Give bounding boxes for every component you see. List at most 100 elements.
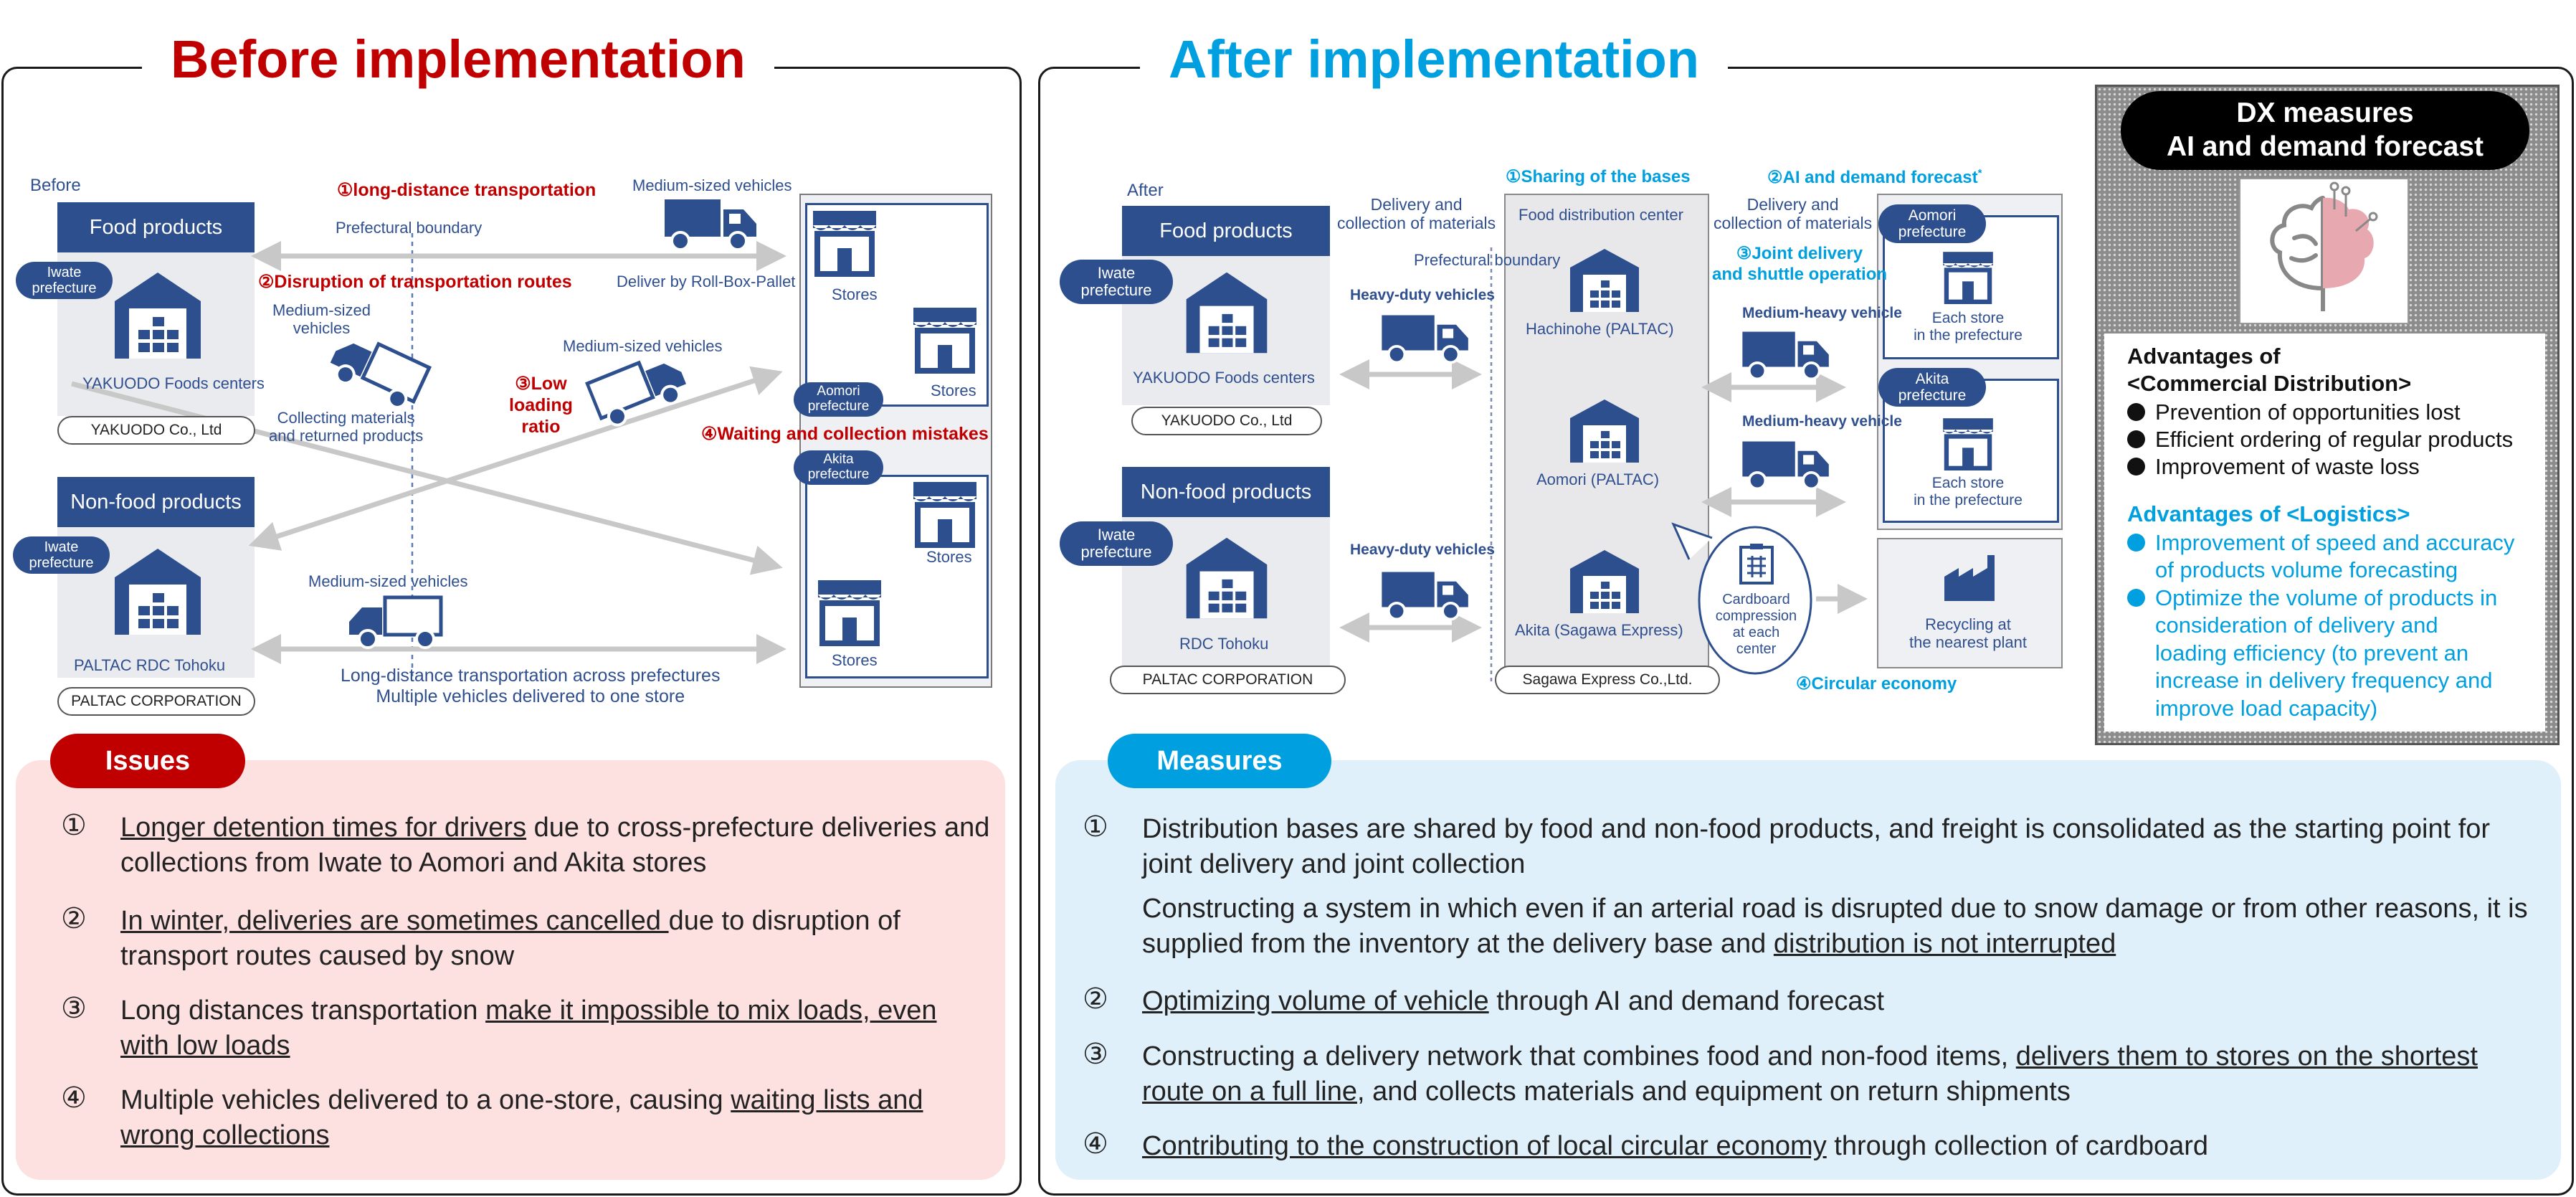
before-nonfood-header: Non-food products bbox=[57, 477, 255, 527]
issue-4-num: ④ bbox=[61, 1082, 87, 1114]
after-iwate-pill-1: Iwate prefecture bbox=[1060, 260, 1173, 304]
before-akita-pill: Akita prefecture bbox=[794, 450, 883, 485]
each-store-label-1: Each store in the prefecture bbox=[1914, 310, 2023, 344]
truck-icon bbox=[1742, 331, 1829, 381]
before-food-header: Food products bbox=[57, 202, 255, 252]
after-nonfood-header: Non-food products bbox=[1122, 467, 1330, 517]
truck-icon bbox=[1382, 315, 1468, 364]
before-corner-label: Before bbox=[30, 176, 81, 195]
medium-vehicles-bottom-label: Medium-sized vehicles bbox=[308, 572, 468, 590]
warehouse-icon bbox=[1186, 537, 1268, 619]
bullet-icon bbox=[2127, 458, 2145, 476]
after-corner-label: After bbox=[1127, 181, 1164, 200]
measure-3-text: Constructing a delivery network that com… bbox=[1142, 1041, 2478, 1107]
after-paltac-company: PALTAC CORPORATION bbox=[1110, 666, 1346, 694]
problem-3-label: ③Low loading ratio bbox=[509, 374, 573, 437]
after-akita-pill: Akita prefecture bbox=[1878, 368, 1986, 407]
recycling-label: Recycling at the nearest plant bbox=[1909, 615, 2027, 652]
akita-center-label: Akita (Sagawa Express) bbox=[1515, 621, 1683, 639]
prefectural-boundary-label: Prefectural boundary bbox=[336, 219, 483, 237]
food-distribution-center-label: Food distribution center bbox=[1518, 206, 1683, 224]
joint-delivery-label: ③Joint delivery and shuttle operation bbox=[1712, 244, 1888, 284]
measures-tag: Measures bbox=[1108, 734, 1331, 788]
after-diagram-lines bbox=[1339, 247, 1868, 685]
sharing-bases-label: ①Sharing of the bases bbox=[1506, 167, 1691, 186]
medium-vehicles-top-label: Medium-sized vehicles bbox=[632, 176, 792, 194]
logistics-item-2: Optimize the volume of products in consi… bbox=[2127, 585, 2497, 722]
after-iwate-pill-2: Iwate prefecture bbox=[1060, 521, 1173, 566]
truck-icon bbox=[1742, 441, 1829, 491]
after-food-header: Food products bbox=[1122, 206, 1330, 256]
stores-label: Stores bbox=[832, 651, 878, 669]
issue-1-num: ① bbox=[61, 810, 87, 841]
ai-forecast-footnote-mark: * bbox=[1977, 167, 1982, 179]
commercial-item-1: Prevention of opportunities lost bbox=[2127, 399, 2461, 426]
distribution-center-icon bbox=[1570, 399, 1639, 463]
ai-brain-icon bbox=[2270, 181, 2378, 311]
dx-title-line-1: DX measures bbox=[2236, 98, 2414, 129]
store-icon bbox=[813, 211, 876, 277]
sagawa-company: Sagawa Express Co.,Ltd. bbox=[1495, 666, 1720, 694]
problem-1-label: ①long-distance transportation bbox=[337, 180, 597, 200]
before-title: Before implementation bbox=[142, 29, 774, 90]
measure-1b-text: Constructing a system in which even if a… bbox=[1142, 894, 2528, 959]
medium-heavy-1-label: Medium-heavy vehicle bbox=[1742, 305, 1902, 321]
issue-3-text: Long distances transportation make it im… bbox=[120, 995, 937, 1061]
truck-icon bbox=[330, 341, 432, 409]
collecting-materials-label: Collecting materials and returned produc… bbox=[269, 409, 424, 445]
after-yakuodo-company: YAKUODO Co., Ltd bbox=[1131, 407, 1322, 435]
issues-tag: Issues bbox=[50, 734, 245, 788]
measure-3-num: ③ bbox=[1083, 1038, 1108, 1070]
prefectural-boundary-after-label: Prefectural boundary bbox=[1414, 251, 1561, 269]
paltac-center-label: PALTAC RDC Tohoku bbox=[74, 656, 226, 674]
stores-label: Stores bbox=[926, 548, 972, 566]
store-icon bbox=[913, 482, 976, 548]
cardboard-label: Cardboard compression at each center bbox=[1715, 592, 1797, 657]
recycling-area bbox=[1877, 538, 2063, 668]
aomori-center-label: Aomori (PALTAC) bbox=[1536, 470, 1660, 488]
after-aomori-pill: Aomori prefecture bbox=[1878, 204, 1986, 243]
logistics-item-1: Improvement of speed and accuracy of pro… bbox=[2127, 529, 2514, 585]
bullet-icon bbox=[2127, 534, 2145, 552]
issue-3-num: ③ bbox=[61, 993, 87, 1024]
truck-icon bbox=[584, 360, 687, 427]
warehouse-icon bbox=[115, 549, 201, 635]
distribution-center-icon bbox=[1570, 550, 1639, 613]
store-icon bbox=[1943, 418, 1993, 470]
measure-2-num: ② bbox=[1083, 983, 1108, 1015]
measure-1-num: ① bbox=[1083, 811, 1108, 843]
truck-icon bbox=[1382, 572, 1468, 621]
bullet-icon bbox=[2127, 403, 2145, 421]
truck-icon bbox=[349, 595, 443, 649]
medium-vehicles-left-label: Medium-sized vehicles bbox=[272, 301, 371, 338]
warehouse-icon bbox=[1186, 272, 1268, 354]
distribution-center-icon bbox=[1570, 249, 1639, 312]
store-icon bbox=[913, 308, 976, 374]
commercial-item-2: Efficient ordering of regular products bbox=[2127, 426, 2513, 453]
truck-icon bbox=[665, 199, 756, 251]
stores-label: Stores bbox=[931, 382, 976, 399]
hachinohe-label: Hachinohe (PALTAC) bbox=[1526, 320, 1674, 338]
commercial-item-3: Improvement of waste loss bbox=[2127, 453, 2420, 481]
yakuodo-company: YAKUODO Co., Ltd bbox=[57, 416, 255, 445]
warehouse-icon bbox=[115, 273, 201, 359]
store-icon bbox=[818, 580, 881, 646]
bullet-icon bbox=[2127, 430, 2145, 448]
stores-label: Stores bbox=[832, 285, 878, 303]
measure-4-text: Contributing to the construction of loca… bbox=[1142, 1131, 2209, 1161]
rdc-tohoku-label: RDC Tohoku bbox=[1179, 635, 1269, 653]
delivery-collection-left-label: Delivery and collection of materials bbox=[1337, 195, 1496, 233]
heavy-duty-1-label: Heavy-duty vehicles bbox=[1350, 287, 1495, 303]
yakuodo-centers-label: YAKUODO Foods centers bbox=[82, 374, 265, 392]
before-iwate-pill-1: Iwate prefecture bbox=[16, 262, 113, 299]
measure-1-text: Distribution bases are shared by food an… bbox=[1142, 814, 2491, 879]
issue-2-num: ② bbox=[61, 903, 87, 935]
dx-title-pill: DX measures AI and demand forecast bbox=[2121, 91, 2529, 170]
measure-4-num: ④ bbox=[1083, 1128, 1108, 1160]
after-title: After implementation bbox=[1140, 29, 1729, 90]
measures-box bbox=[1055, 760, 2561, 1180]
medium-heavy-2-label: Medium-heavy vehicle bbox=[1742, 413, 1902, 430]
factory-icon bbox=[1944, 555, 1995, 601]
long-distance-caption: Long-distance transportation across pref… bbox=[341, 666, 721, 706]
bullet-icon bbox=[2127, 589, 2145, 607]
